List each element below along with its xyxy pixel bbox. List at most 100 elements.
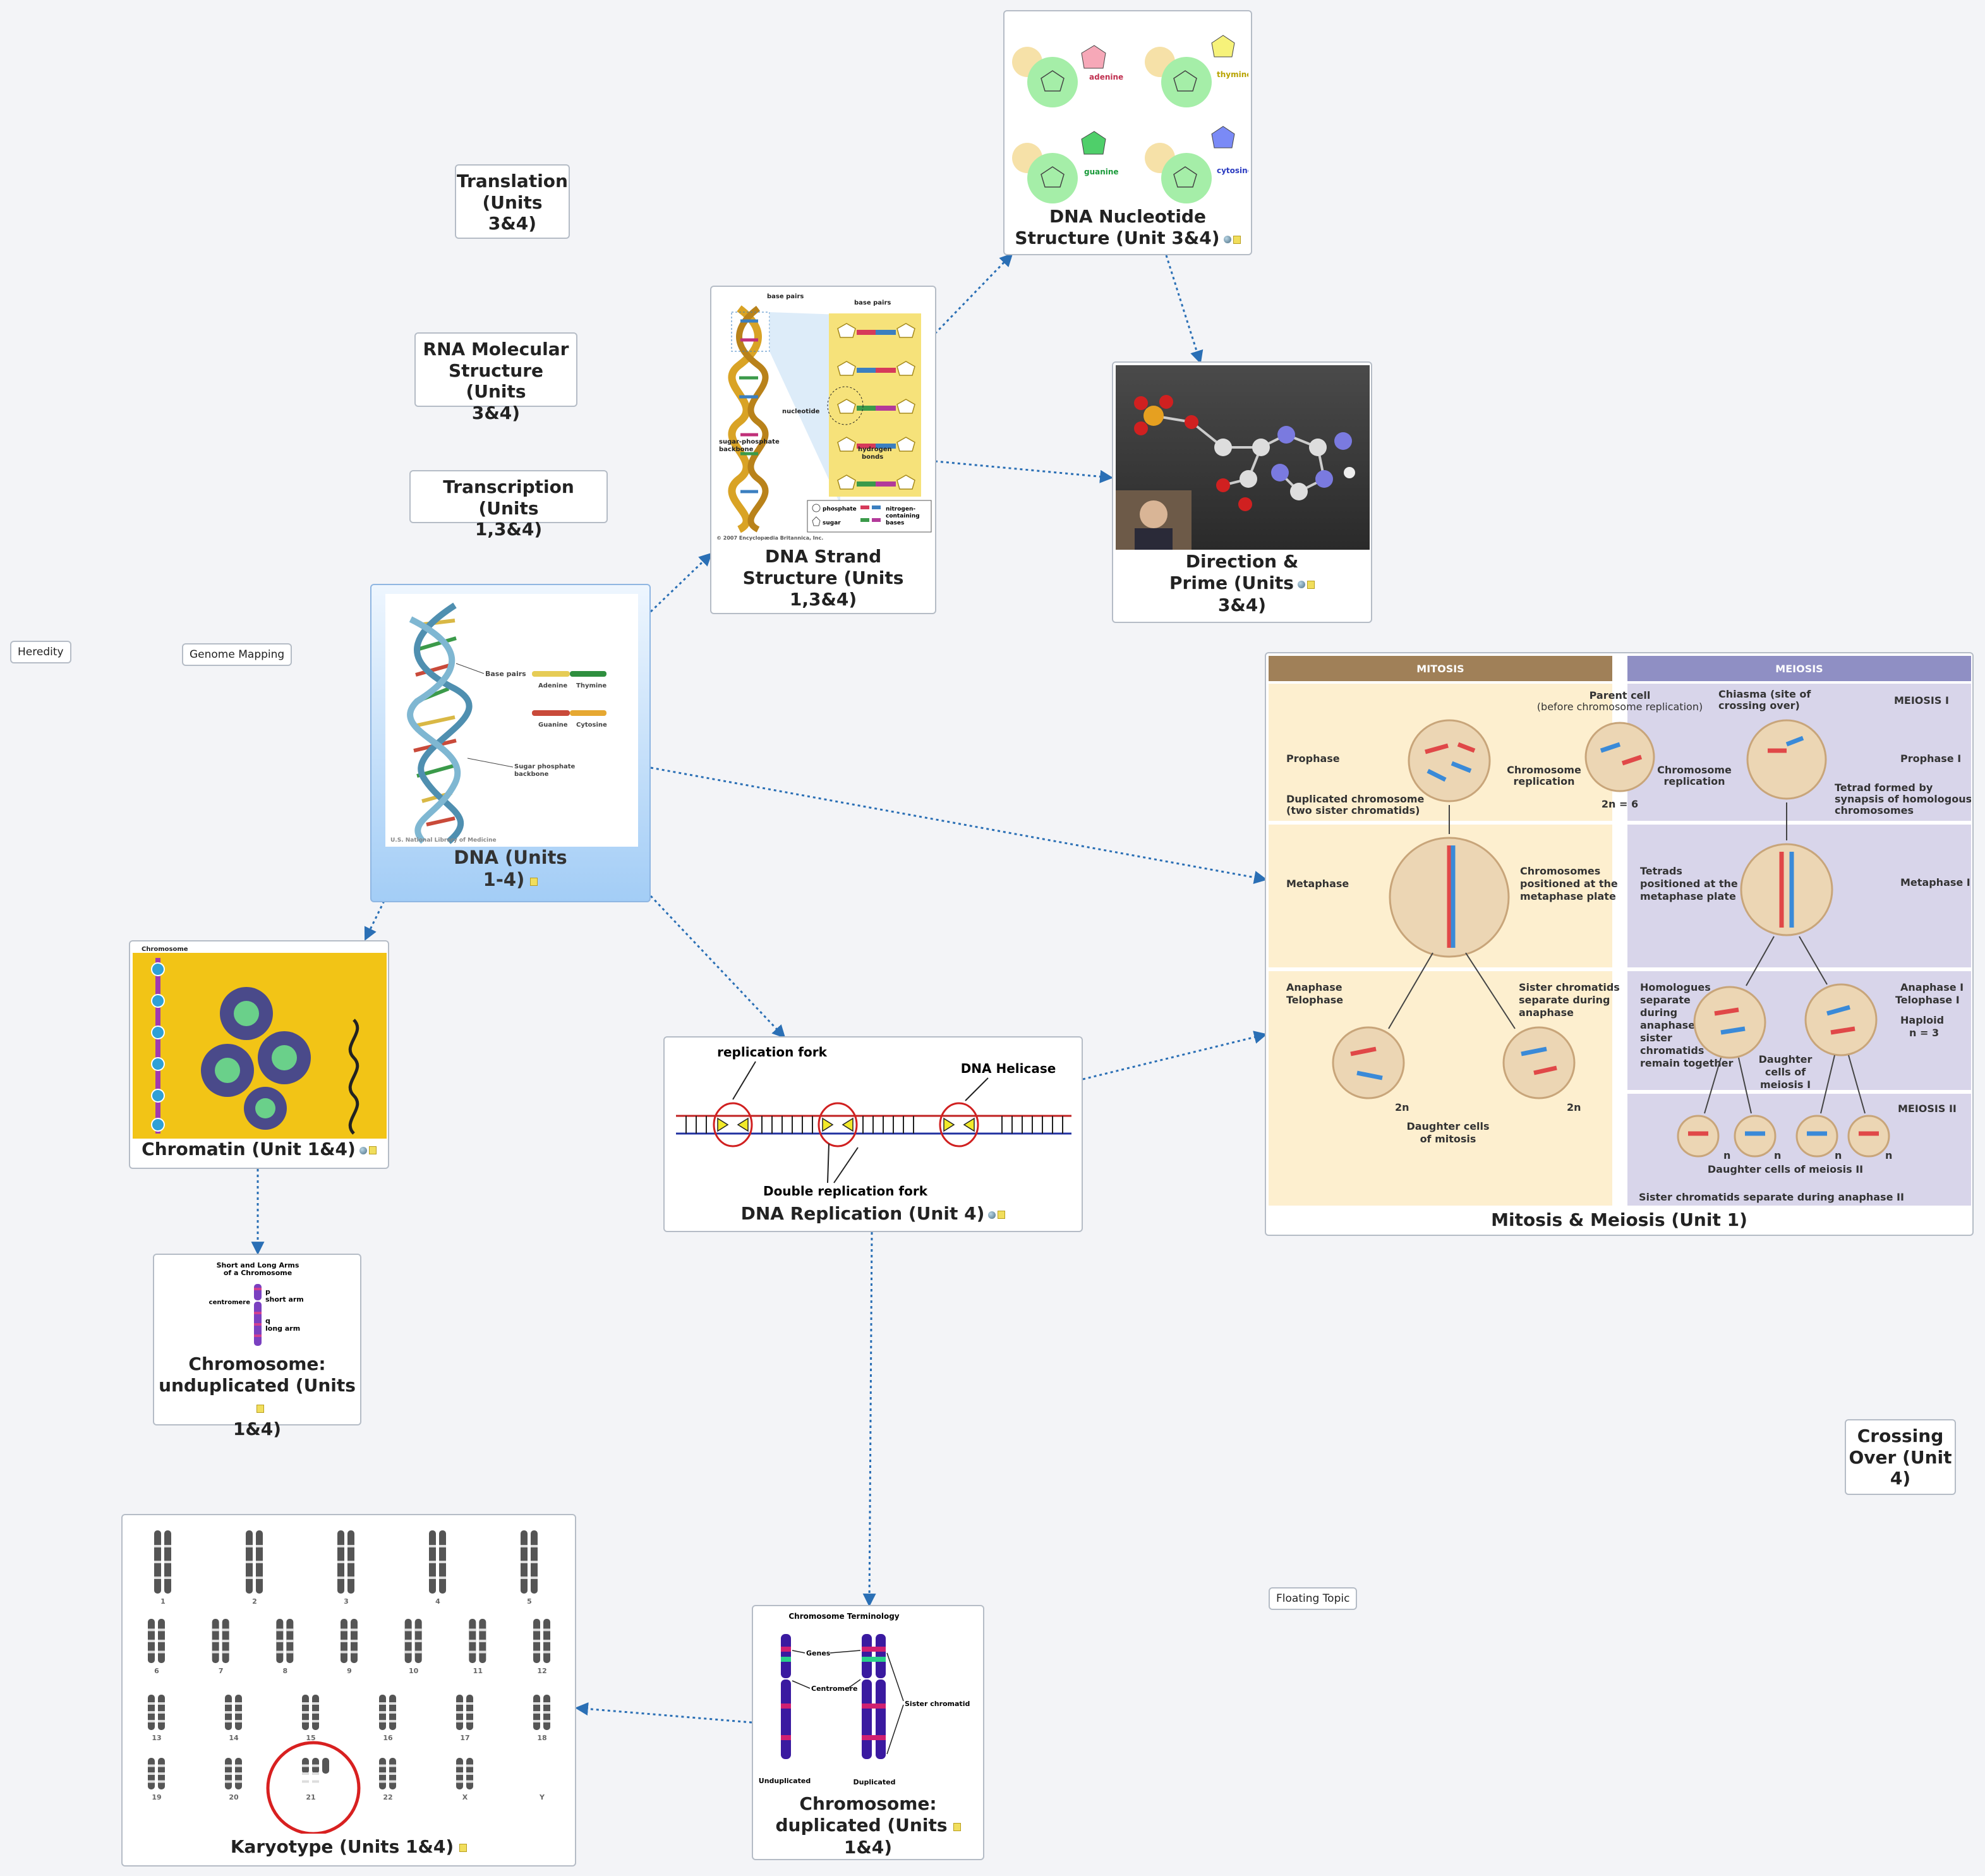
topic-translation[interactable]: Translation (Units 3&4) — [455, 164, 570, 239]
connector-dna-strand — [649, 552, 713, 613]
karyotype-band — [429, 1576, 436, 1579]
karyotype-label: 8 — [283, 1667, 288, 1675]
unduplicated-centromere: centromere — [209, 1299, 251, 1306]
dna-topic-label-2: 1-4) — [483, 869, 525, 891]
karyotype-label: 7 — [219, 1667, 224, 1675]
note-icon[interactable] — [953, 1822, 961, 1831]
globe-icon[interactable] — [1297, 581, 1305, 589]
translation-label-1: Translation — [457, 171, 568, 191]
tetrads-label: Tetrads — [1640, 865, 1682, 877]
nucleotide-label-1: DNA Nucleotide — [1049, 206, 1206, 227]
karyotype-band — [148, 1702, 155, 1705]
topic-direction-prime[interactable]: Direction & Prime (Units 3&4) — [1112, 361, 1372, 623]
karyotype-band — [302, 1772, 309, 1775]
karyotype-band — [225, 1780, 232, 1783]
duplicated-label-1: Chromosome: — [799, 1793, 937, 1814]
connector-dna-mitosis — [650, 766, 1268, 884]
topic-mitosis-meiosis[interactable]: MITOSIS MEIOSIS Parent cell (before chro… — [1265, 652, 1974, 1236]
unduplicated-image: Short and Long Arms of a Chromosome p sh… — [157, 1257, 359, 1346]
karyotype-band — [158, 1720, 165, 1722]
karyotype-label: 3 — [344, 1597, 349, 1606]
translation-label-2: (Units — [482, 191, 543, 213]
karyotype-band — [312, 1764, 319, 1767]
note-icon[interactable] — [1233, 235, 1241, 244]
karyotype-band — [533, 1650, 540, 1654]
note-icon[interactable] — [368, 1146, 377, 1155]
homologues-label-3: during — [1640, 1007, 1677, 1019]
karyotype-band — [389, 1772, 396, 1775]
karyotype-label: 2 — [252, 1597, 257, 1606]
topic-chromosome-unduplicated[interactable]: Short and Long Arms of a Chromosome p sh… — [153, 1254, 361, 1439]
replication-image: replication fork DNA Helicase Double rep… — [667, 1040, 1080, 1202]
karyotype-band — [456, 1780, 463, 1783]
metaphase-1-label: Metaphase I — [1900, 876, 1970, 888]
topic-dna-replication[interactable]: replication fork DNA Helicase Double rep… — [663, 1036, 1083, 1232]
topic-crossing-over[interactable]: Crossing Over (Unit 4) — [1845, 1419, 1956, 1495]
karyotype-band — [235, 1764, 242, 1767]
karyotype-label: 13 — [152, 1734, 161, 1742]
note-icon[interactable] — [459, 1844, 468, 1853]
karyotype-band — [312, 1702, 319, 1705]
karyotype-label: 16 — [383, 1734, 393, 1742]
meiosis-header: MEIOSIS — [1775, 663, 1823, 675]
dup-chrom-label: Duplicated chromosome — [1286, 793, 1425, 805]
strand-label-1: DNA Strand — [764, 546, 882, 567]
strand-backbone-label: sugar-phosphate — [719, 439, 780, 445]
karyotype-band — [389, 1780, 396, 1783]
daughter-meiosis-2-label: Daughter cells of meiosis II — [1708, 1163, 1863, 1175]
meiosis-2-label: MEIOSIS II — [1898, 1103, 1957, 1115]
karyotype-band — [235, 1702, 242, 1705]
tetrads-label-2: positioned at the — [1640, 878, 1738, 890]
unduplicated-title: Short and Long Arms — [217, 1261, 299, 1269]
karyotype-band — [389, 1702, 396, 1705]
karyotype-band — [466, 1720, 473, 1722]
karyotype-band — [479, 1650, 486, 1654]
karyotype-band — [543, 1702, 550, 1705]
note-icon[interactable] — [530, 878, 538, 887]
karyotype-band — [347, 1561, 354, 1563]
topic-transcription[interactable]: Transcription (Units 1,3&4) — [409, 470, 608, 540]
central-topic-dna[interactable]: Base pairs Adenine Thymine Guanine Cytos… — [370, 584, 651, 902]
karyotype-band — [414, 1650, 422, 1654]
topic-floating[interactable]: Floating Topic — [1269, 1587, 1358, 1610]
karyotype-band — [469, 1640, 476, 1642]
dna-topic-label-1: DNA (Units — [454, 847, 567, 868]
globe-icon[interactable] — [988, 1211, 996, 1219]
globe-icon[interactable] — [1223, 236, 1231, 244]
karyotype-band — [246, 1561, 253, 1563]
dna-backbone-label-2: backbone — [514, 771, 549, 778]
topic-genome-mapping[interactable]: Genome Mapping — [182, 643, 293, 666]
strand-image-credit: © 2007 Encyclopædia Britannica, Inc. — [716, 535, 823, 541]
karyotype-band — [389, 1711, 396, 1714]
unduplicated-label-3: 1&4) — [232, 1419, 282, 1440]
strand-nucleotide-label: nucleotide — [782, 408, 820, 415]
connector-strand-direction — [934, 460, 1114, 483]
homologues-label-5: sister — [1640, 1032, 1672, 1044]
karyotype-chromosome-extra — [322, 1758, 329, 1774]
note-icon[interactable] — [1306, 580, 1315, 589]
karyotype-band — [379, 1772, 386, 1775]
direction-label-3: 3&4) — [1217, 595, 1267, 616]
dna-image-credit: U.S. National Library of Medicine — [390, 837, 497, 844]
anaphase-1-label-2: Telophase I — [1895, 994, 1960, 1006]
karyotype-band — [312, 1780, 319, 1783]
translation-label-3: 3&4) — [488, 213, 537, 234]
helicase-label: DNA Helicase — [961, 1061, 1056, 1076]
homologues-label-2: separate — [1640, 994, 1691, 1006]
topic-dna-strand-structure[interactable]: base pairs — [710, 286, 936, 614]
globe-icon[interactable] — [359, 1146, 367, 1154]
karyotype-band — [521, 1576, 528, 1579]
note-icon[interactable] — [256, 1404, 264, 1413]
crossing-label-2: Over (Unit — [1849, 1446, 1952, 1468]
topic-dna-nucleotide-structure[interactable]: adenine thymine guanine cytosine — [1003, 10, 1252, 255]
topic-chromosome-duplicated[interactable]: Chromosome Terminology Genes Centromere … — [752, 1605, 984, 1860]
note-icon[interactable] — [998, 1211, 1006, 1219]
topic-rna-structure[interactable]: RNA Molecular Structure (Units 3&4) — [414, 332, 577, 423]
karyotype-band — [466, 1711, 473, 1714]
karyotype-band — [256, 1561, 263, 1563]
topic-chromatin[interactable]: Chromosome Chromatin (Unit 1&4) — [129, 940, 389, 1169]
karyotype-band — [429, 1545, 436, 1547]
topic-heredity[interactable]: Heredity — [10, 641, 71, 663]
